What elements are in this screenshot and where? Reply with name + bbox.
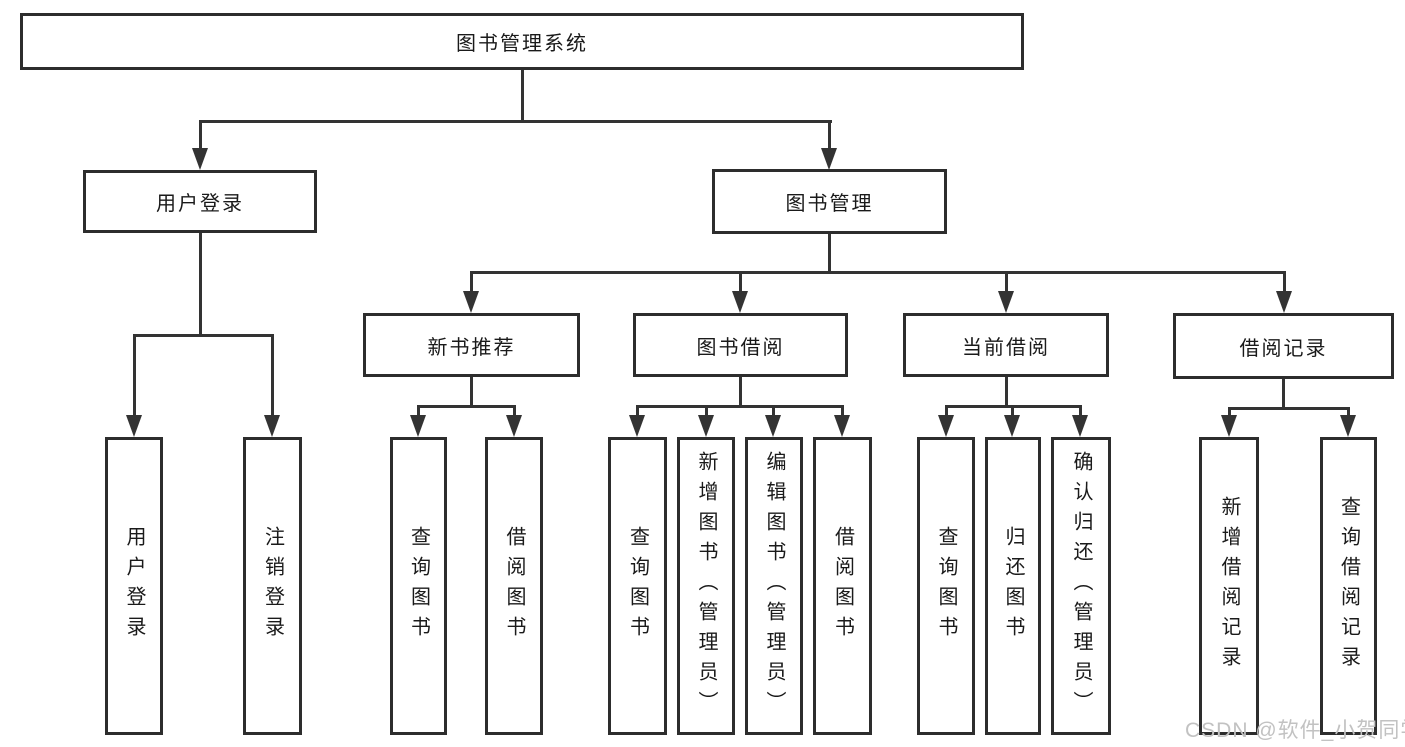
- connector-vline: [1347, 407, 1350, 417]
- leaf-nbr-query-books-label: 查询图书: [407, 526, 430, 646]
- connector-vline: [199, 233, 202, 337]
- connector-vline: [705, 405, 708, 417]
- connector-vline: [513, 405, 516, 417]
- leaf-cb-query-books-label: 查询图书: [935, 526, 957, 646]
- leaf-bb-query-books-label: 查询图书: [626, 526, 649, 646]
- leaf-nbr-query-books: 查询图书: [390, 437, 447, 735]
- node-book-management: 图书管理: [712, 169, 947, 234]
- arrow-down-icon: [1340, 415, 1356, 437]
- leaf-br-query-record-label: 查询借阅记录: [1337, 496, 1360, 676]
- arrow-down-icon: [192, 148, 208, 170]
- connector-vline: [739, 271, 742, 293]
- connector-vline: [1005, 377, 1008, 408]
- node-borrowing-records: 借阅记录: [1173, 313, 1394, 379]
- leaf-logout: 注销登录: [243, 437, 302, 735]
- leaf-bb-edit-books-label: 编辑图书（管理员）: [763, 451, 785, 721]
- leaf-user-login-label: 用户登录: [123, 526, 145, 646]
- leaf-nbr-borrow-books: 借阅图书: [485, 437, 543, 735]
- node-new-book-recommend: 新书推荐: [363, 313, 580, 377]
- connector-hline: [417, 405, 516, 408]
- arrow-down-icon: [765, 415, 781, 437]
- connector-vline: [271, 334, 274, 417]
- leaf-bb-borrow-books: 借阅图书: [813, 437, 872, 735]
- connector-vline: [1283, 271, 1286, 293]
- node-new-book-recommend-label: 新书推荐: [427, 336, 516, 359]
- leaf-br-query-record: 查询借阅记录: [1320, 437, 1377, 735]
- arrow-down-icon: [126, 415, 142, 437]
- arrow-down-icon: [463, 291, 479, 313]
- connector-vline: [828, 120, 831, 152]
- connector-vline: [417, 405, 420, 417]
- connector-vline: [945, 405, 948, 417]
- leaf-nbr-borrow-books-label: 借阅图书: [503, 526, 525, 646]
- connector-vline: [1011, 405, 1014, 417]
- connector-hline: [470, 271, 1286, 274]
- node-current-borrowing-label: 当前借阅: [962, 336, 1050, 359]
- connector-vline: [636, 405, 639, 417]
- leaf-cb-return-books-label: 归还图书: [1002, 526, 1024, 646]
- arrow-down-icon: [1276, 291, 1292, 313]
- connector-hline: [133, 334, 274, 337]
- arrow-down-icon: [998, 291, 1014, 313]
- connector-vline: [1005, 271, 1008, 293]
- arrow-down-icon: [506, 415, 522, 437]
- leaf-br-add-record-label: 新增借阅记录: [1218, 496, 1240, 676]
- leaf-user-login: 用户登录: [105, 437, 163, 735]
- arrow-down-icon: [732, 291, 748, 313]
- connector-vline: [1228, 407, 1231, 417]
- arrow-down-icon: [698, 415, 714, 437]
- leaf-bb-query-books: 查询图书: [608, 437, 667, 735]
- connector-vline: [1079, 405, 1082, 417]
- leaf-cb-return-books: 归还图书: [985, 437, 1041, 735]
- leaf-bb-borrow-books-label: 借阅图书: [831, 526, 854, 646]
- node-root-label: 图书管理系统: [456, 33, 588, 55]
- connector-vline: [772, 405, 775, 417]
- node-book-borrowing: 图书借阅: [633, 313, 848, 377]
- connector-vline: [521, 70, 524, 123]
- connector-vline: [133, 334, 136, 417]
- arrow-down-icon: [834, 415, 850, 437]
- connector-vline: [739, 377, 742, 408]
- connector-vline: [841, 405, 844, 417]
- arrow-down-icon: [1072, 415, 1088, 437]
- connector-vline: [828, 234, 831, 274]
- watermark: CSDN @软件_小贺同学: [1185, 719, 1405, 742]
- leaf-cb-confirm-return-label: 确认归还（管理员）: [1070, 451, 1092, 721]
- node-user-login: 用户登录: [83, 170, 317, 233]
- leaf-bb-edit-books: 编辑图书（管理员）: [745, 437, 803, 735]
- arrow-down-icon: [821, 148, 837, 170]
- connector-vline: [1282, 379, 1285, 410]
- arrow-down-icon: [1004, 415, 1020, 437]
- node-user-login-label: 用户登录: [156, 193, 244, 215]
- leaf-cb-query-books: 查询图书: [917, 437, 975, 735]
- node-book-management-label: 图书管理: [785, 193, 874, 215]
- arrow-down-icon: [1221, 415, 1237, 437]
- leaf-cb-confirm-return: 确认归还（管理员）: [1051, 437, 1111, 735]
- arrow-down-icon: [264, 415, 280, 437]
- leaf-bb-add-books: 新增图书（管理员）: [677, 437, 735, 735]
- connector-hline: [1228, 407, 1350, 410]
- connector-hline: [636, 405, 844, 408]
- arrow-down-icon: [629, 415, 645, 437]
- leaf-logout-label: 注销登录: [261, 526, 284, 646]
- node-current-borrowing: 当前借阅: [903, 313, 1109, 377]
- node-borrowing-records-label: 借阅记录: [1239, 337, 1328, 360]
- connector-vline: [470, 377, 473, 408]
- arrow-down-icon: [410, 415, 426, 437]
- leaf-br-add-record: 新增借阅记录: [1199, 437, 1259, 735]
- leaf-bb-add-books-label: 新增图书（管理员）: [695, 451, 717, 721]
- node-book-borrowing-label: 图书借阅: [696, 336, 785, 359]
- node-root: 图书管理系统: [20, 13, 1024, 70]
- connector-vline: [470, 271, 473, 293]
- connector-hline: [199, 120, 832, 123]
- arrow-down-icon: [938, 415, 954, 437]
- connector-vline: [199, 120, 202, 152]
